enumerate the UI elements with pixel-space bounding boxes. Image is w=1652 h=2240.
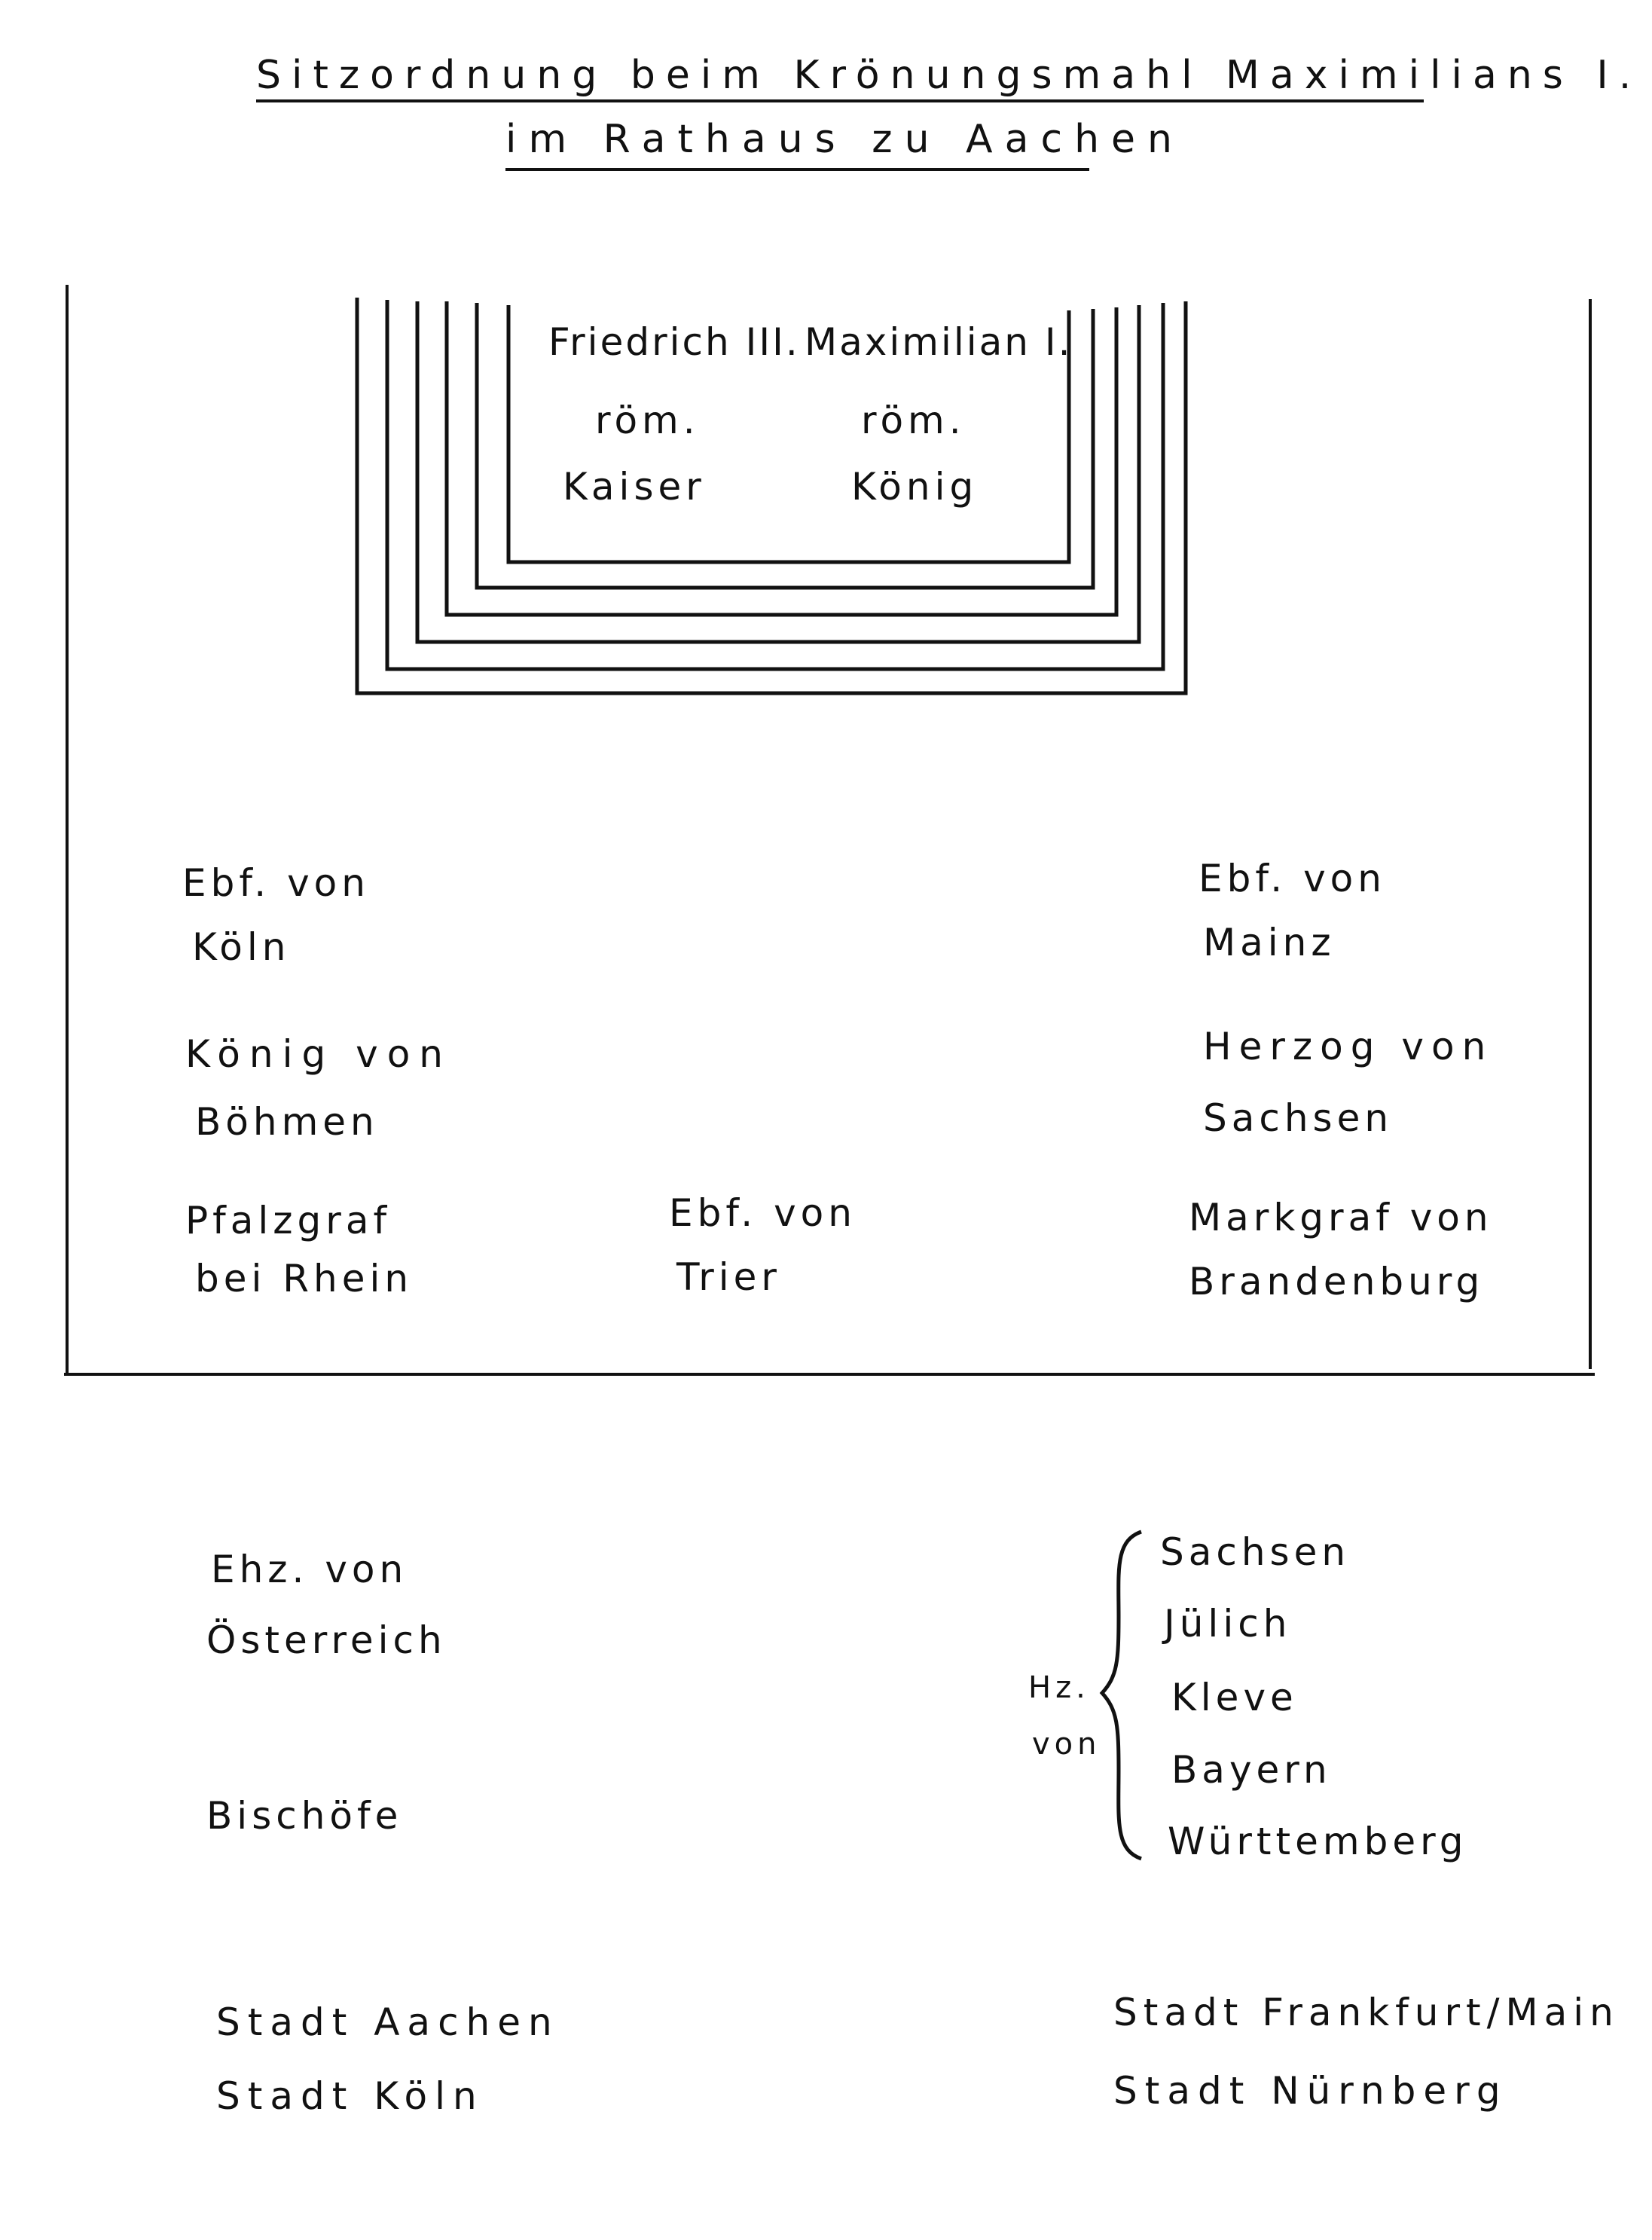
emperor-title-1: röm. <box>595 399 700 442</box>
hall-wall-right <box>1589 299 1592 1369</box>
curly-brace <box>1099 1529 1142 1861</box>
duke-item: Bayern <box>1171 1748 1332 1792</box>
duke-item: Württemberg <box>1168 1820 1468 1863</box>
dukes-label-1: Hz. <box>1028 1670 1090 1705</box>
guest-palatine-2: bei Rhein <box>195 1257 414 1300</box>
emperor-title-2: Kaiser <box>563 465 706 509</box>
guest-trier-2: Trier <box>676 1255 781 1299</box>
austria-2: Österreich <box>206 1618 447 1662</box>
guest-saxony-2: Sachsen <box>1203 1096 1394 1140</box>
duke-item: Kleve <box>1171 1676 1298 1719</box>
guest-trier-1: Ebf. von <box>669 1191 857 1235</box>
title-line-2: im Rathaus zu Aachen <box>505 117 1184 162</box>
title-underline-1 <box>256 99 1424 102</box>
title-line-1: Sitzordnung beim Krönungsmahl Maximilian… <box>256 53 1642 98</box>
city-nuremberg: Stadt Nürnberg <box>1113 2069 1508 2113</box>
guest-bohemia-1: König von <box>185 1032 452 1076</box>
bishops: Bischöfe <box>206 1794 403 1838</box>
guest-brandenburg-2: Brandenburg <box>1189 1260 1485 1303</box>
hall-wall-left <box>66 285 69 1376</box>
king-title-2: König <box>851 465 979 509</box>
king-title-1: röm. <box>861 399 966 442</box>
head-table-steps <box>355 298 1188 695</box>
dukes-label-2: von <box>1032 1727 1101 1762</box>
guest-cologne-2: Köln <box>192 925 291 969</box>
guest-saxony-1: Herzog von <box>1203 1025 1494 1068</box>
guest-bohemia-2: Böhmen <box>195 1100 379 1144</box>
guest-palatine-1: Pfalzgraf <box>185 1199 392 1242</box>
austria-1: Ehz. von <box>211 1548 408 1591</box>
guest-brandenburg-1: Markgraf von <box>1189 1196 1493 1239</box>
guest-cologne-1: Ebf. von <box>182 861 370 905</box>
duke-item: Jülich <box>1164 1602 1292 1646</box>
duke-item: Sachsen <box>1160 1530 1351 1574</box>
hall-wall-bottom <box>64 1373 1595 1376</box>
guest-mainz-2: Mainz <box>1203 921 1336 964</box>
king-name: Maximilian I. <box>805 320 1073 364</box>
title-underline-2 <box>505 168 1089 171</box>
city-cologne: Stadt Köln <box>216 2074 484 2118</box>
guest-mainz-1: Ebf. von <box>1199 857 1386 900</box>
city-aachen: Stadt Aachen <box>216 2000 560 2044</box>
city-frankfurt: Stadt Frankfurt/Main <box>1113 1991 1620 2034</box>
emperor-name: Friedrich III. <box>548 320 800 364</box>
